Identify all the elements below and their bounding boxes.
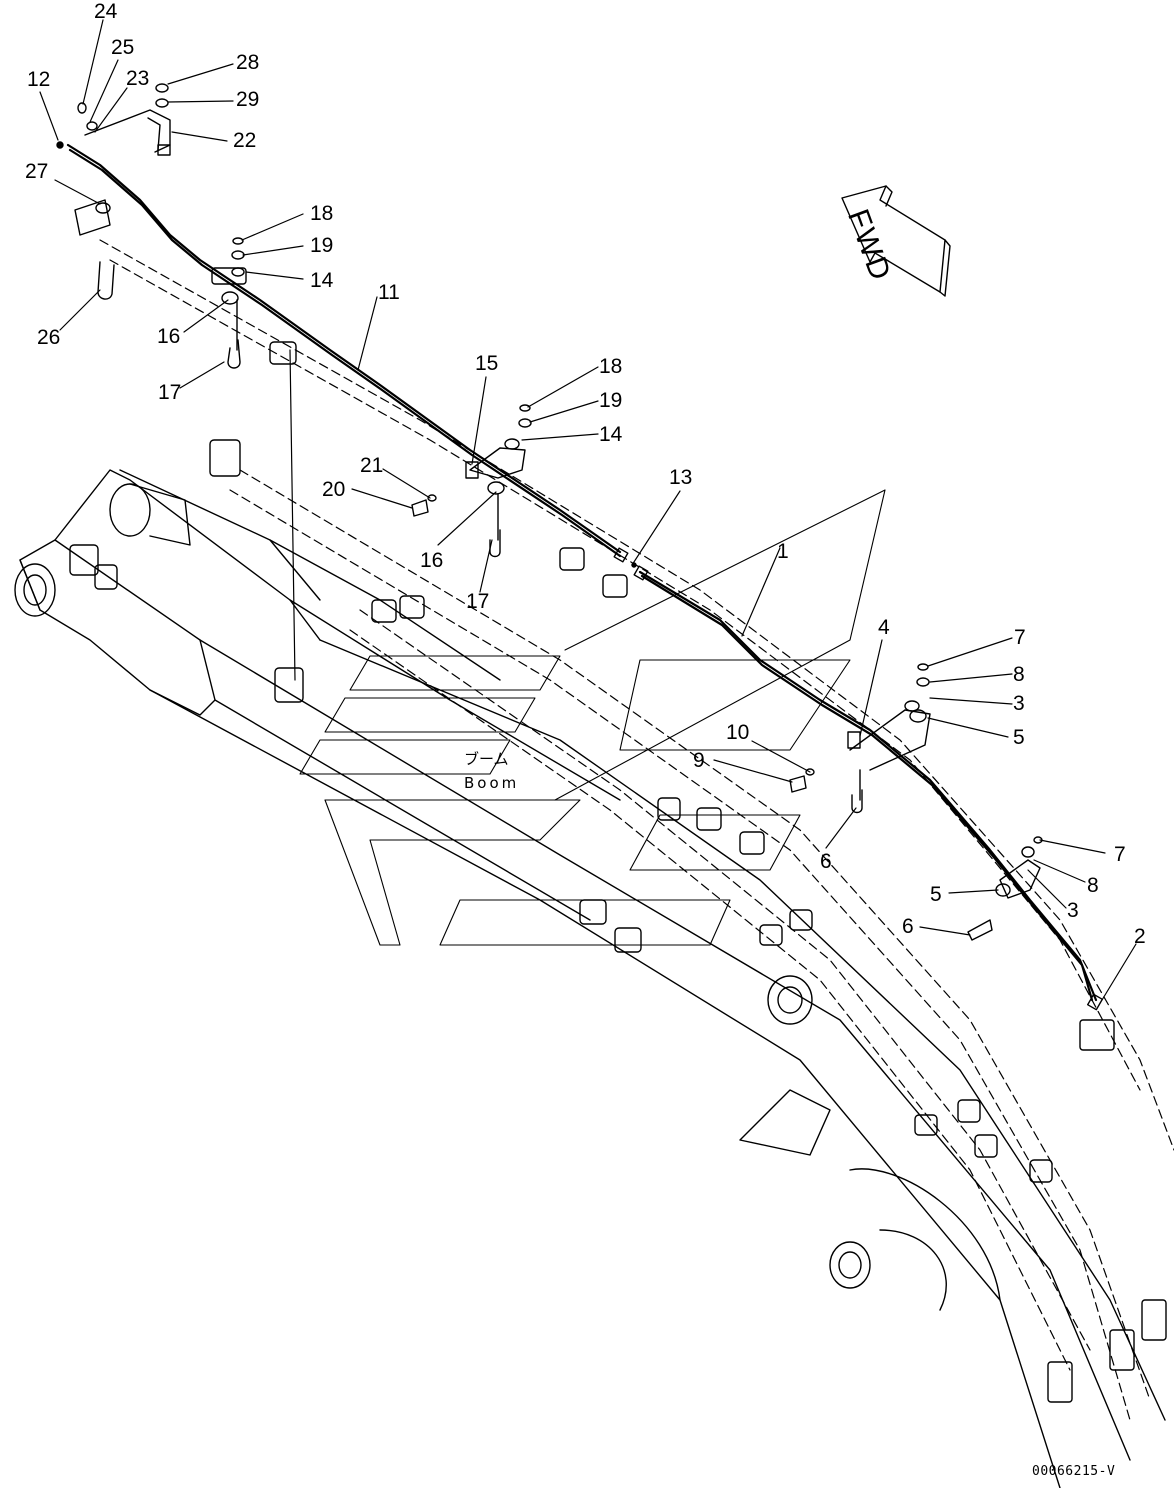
boom-structure bbox=[14, 469, 1166, 1488]
callout-22: 22 bbox=[233, 129, 257, 152]
callout-3-upper: 3 bbox=[1013, 692, 1025, 715]
callout-19-middle: 19 bbox=[599, 389, 623, 412]
callout-28: 28 bbox=[236, 51, 260, 74]
fwd-arrow bbox=[841, 185, 951, 297]
callout-25: 25 bbox=[111, 36, 135, 59]
callout-26: 26 bbox=[37, 326, 61, 349]
callout-13: 13 bbox=[669, 466, 693, 489]
callout-5-upper: 5 bbox=[1013, 726, 1025, 749]
callout-18-middle: 18 bbox=[599, 355, 623, 378]
callout-12: 12 bbox=[27, 68, 51, 91]
callout-1: 1 bbox=[777, 540, 789, 563]
grease-tubes bbox=[66, 143, 1098, 1002]
boom-label-en: Boom bbox=[464, 774, 520, 792]
callout-11: 11 bbox=[378, 281, 400, 304]
callout-6-upper: 6 bbox=[820, 850, 832, 873]
callout-6-lower: 6 bbox=[902, 915, 914, 938]
callout-29: 29 bbox=[236, 88, 260, 111]
callout-2: 2 bbox=[1134, 925, 1146, 948]
callout-17-middle: 17 bbox=[466, 590, 490, 613]
callout-16-upper: 16 bbox=[157, 325, 181, 348]
leader-lines bbox=[39, 19, 1137, 1001]
callout-9: 9 bbox=[693, 749, 705, 772]
watermark-outline bbox=[299, 489, 886, 946]
callout-8-lower: 8 bbox=[1087, 874, 1099, 897]
callout-4: 4 bbox=[878, 616, 890, 639]
callout-3-lower: 3 bbox=[1067, 899, 1079, 922]
callout-14-middle: 14 bbox=[599, 423, 623, 446]
callout-17-upper: 17 bbox=[158, 381, 182, 404]
document-id: 00066215-V bbox=[1032, 1464, 1116, 1479]
callout-20: 20 bbox=[322, 478, 346, 501]
boom-label-jp: ブーム bbox=[464, 750, 509, 768]
callout-19-upper: 19 bbox=[310, 234, 334, 257]
callout-27: 27 bbox=[25, 160, 49, 183]
brackets bbox=[56, 83, 1104, 1011]
callout-14-upper: 14 bbox=[310, 269, 334, 292]
hose-clamps bbox=[69, 341, 1167, 1403]
callout-23: 23 bbox=[126, 67, 150, 90]
callout-21: 21 bbox=[360, 454, 384, 477]
callout-24: 24 bbox=[94, 0, 118, 23]
callout-7-lower: 7 bbox=[1114, 843, 1126, 866]
callout-15: 15 bbox=[475, 352, 499, 375]
hose-bundle bbox=[99, 239, 1174, 1421]
callout-7-upper: 7 bbox=[1014, 626, 1026, 649]
callout-10: 10 bbox=[726, 721, 750, 744]
callout-8-upper: 8 bbox=[1013, 663, 1025, 686]
callout-5-lower: 5 bbox=[930, 883, 942, 906]
callout-16-middle: 16 bbox=[420, 549, 444, 572]
callout-18-upper: 18 bbox=[310, 202, 334, 225]
